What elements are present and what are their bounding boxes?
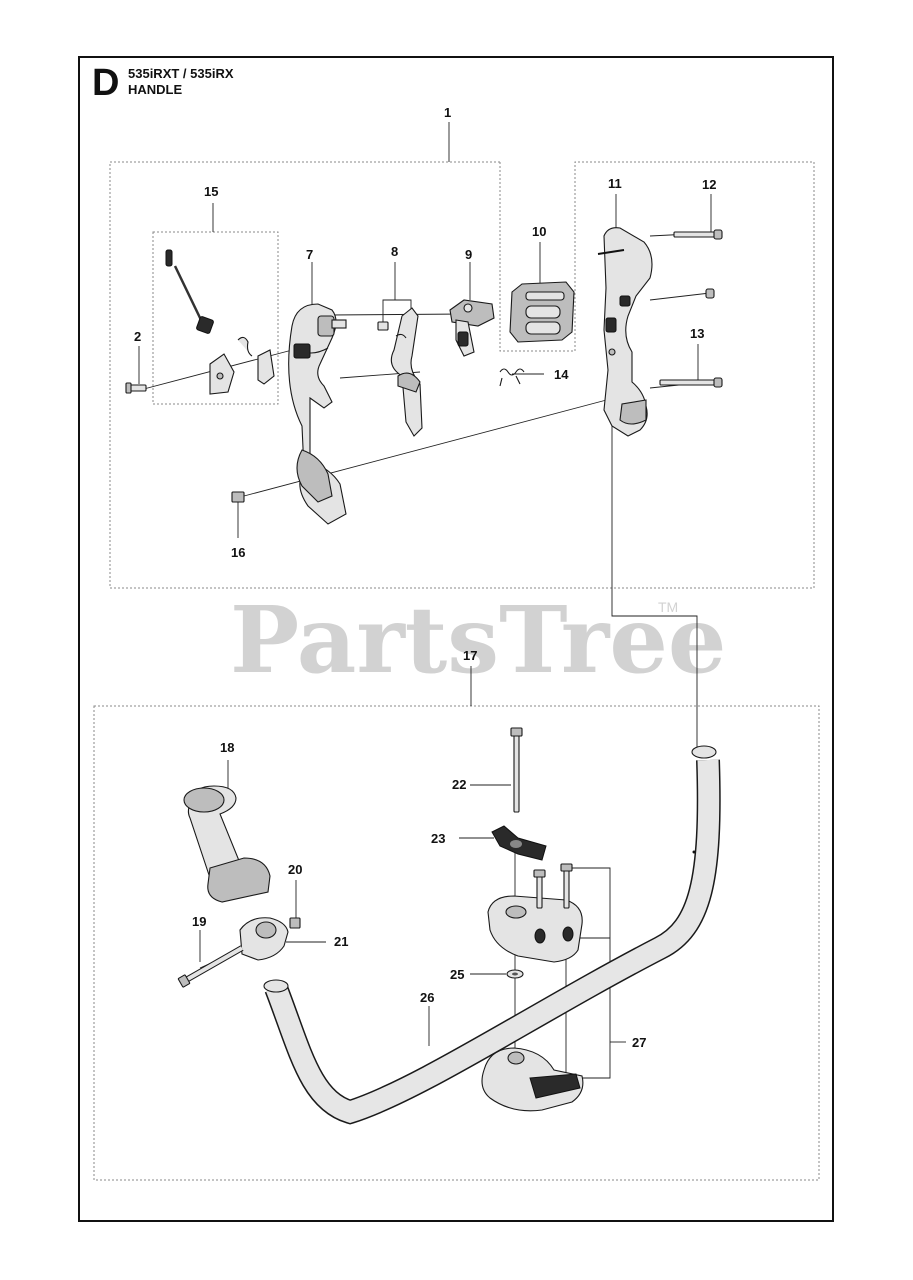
drawing-frame	[78, 56, 834, 1222]
callout-11: 11	[608, 176, 622, 191]
model-number: 535iRXT / 535iRX	[128, 66, 234, 81]
part-12-screws	[673, 229, 723, 299]
watermark-text: PartsTree	[230, 586, 726, 694]
callout-1: 1	[444, 105, 451, 120]
callout-13: 13	[690, 326, 704, 341]
part-11-handle-half	[597, 227, 653, 437]
part-26-handlebar	[263, 745, 721, 1125]
callout-23: 23	[431, 831, 445, 846]
part-7-handle-body	[288, 303, 347, 525]
part-10-button-cover	[509, 281, 575, 343]
part-16-nut	[231, 491, 245, 503]
part-9-switch	[449, 299, 495, 357]
callout-16: 16	[231, 545, 245, 560]
part-15-cable-kit	[165, 249, 275, 395]
callout-26: 26	[420, 990, 434, 1005]
part-13-screw	[659, 377, 723, 388]
part-14-spring	[499, 368, 525, 387]
part-19-bolt	[177, 945, 244, 988]
callout-9: 9	[465, 247, 472, 262]
part-2-screw	[125, 382, 147, 394]
part-23-wing-nut	[491, 825, 547, 861]
part-8-throttle-trigger	[377, 307, 423, 437]
callout-21: 21	[334, 934, 348, 949]
callout-numbers: 1 2 7 8 9 10 11 12 13 14 15 16 17 18 20 …	[134, 105, 716, 1050]
callout-20: 20	[288, 862, 302, 877]
part-20-nut	[289, 917, 301, 929]
callout-18: 18	[220, 740, 234, 755]
group-box-1	[109, 161, 815, 589]
callout-14: 14	[554, 367, 569, 382]
callout-8: 8	[391, 244, 398, 259]
callout-27: 27	[632, 1035, 646, 1050]
group-box-15	[152, 231, 279, 405]
callout-10: 10	[532, 224, 546, 239]
section-title: HANDLE	[128, 82, 183, 97]
section-letter: D	[92, 62, 120, 104]
group-box-17	[93, 705, 820, 1181]
callout-2: 2	[134, 329, 141, 344]
watermark-tm: TM	[658, 599, 678, 615]
callout-25: 25	[450, 967, 464, 982]
callout-7: 7	[306, 247, 313, 262]
part-22-bolt	[510, 727, 523, 813]
part-25-washer	[506, 969, 524, 979]
part-18-grip	[183, 785, 271, 903]
callout-12: 12	[702, 177, 716, 192]
callout-22: 22	[452, 777, 466, 792]
part-21-clamp	[239, 917, 289, 961]
part-27-upper-clamp	[487, 863, 583, 963]
callout-19: 19	[192, 914, 206, 929]
callout-17: 17	[463, 648, 477, 663]
part-27-lower-clamp	[481, 1047, 584, 1112]
callout-15: 15	[204, 184, 218, 199]
